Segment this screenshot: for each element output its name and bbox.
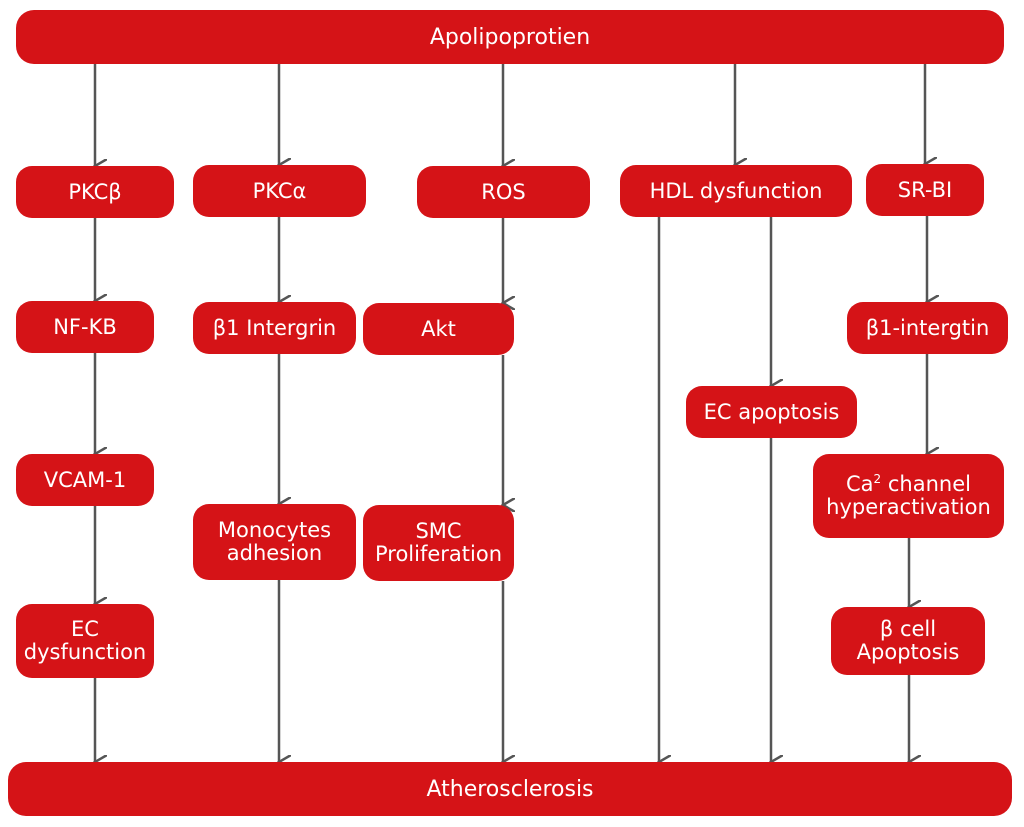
node-beta-cell-apoptosis: β cell Apoptosis — [831, 607, 985, 675]
node-vcam-1: VCAM-1 — [16, 454, 154, 506]
node-beta1-intergrin: β1 Intergrin — [193, 302, 356, 354]
node-beta1-intergtin: β1-intergtin — [847, 302, 1008, 354]
node-smc-proliferation: SMC Proliferation — [363, 505, 514, 581]
node-ca2-channel-hyperactivation: Ca2 channel hyperactivation — [813, 454, 1004, 538]
node-monocytes-adhesion: Monocytes adhesion — [193, 504, 356, 580]
node-apolipoprotien: Apolipoprotien — [16, 10, 1004, 64]
ca2-label: Ca2 channel hyperactivation — [826, 472, 991, 519]
node-hdl-dysfunction: HDL dysfunction — [620, 165, 852, 217]
node-ec-dysfunction: EC dysfunction — [16, 604, 154, 678]
node-akt: Akt — [363, 303, 514, 355]
node-pkc-alpha: PKCα — [193, 165, 366, 217]
node-ec-apoptosis: EC apoptosis — [686, 386, 857, 438]
node-sr-bi: SR-BI — [866, 164, 984, 216]
node-ros: ROS — [417, 166, 590, 218]
node-pkc-beta: PKCβ — [16, 166, 174, 218]
node-nf-kb: NF-KB — [16, 301, 154, 353]
node-atherosclerosis: Atherosclerosis — [8, 762, 1012, 816]
